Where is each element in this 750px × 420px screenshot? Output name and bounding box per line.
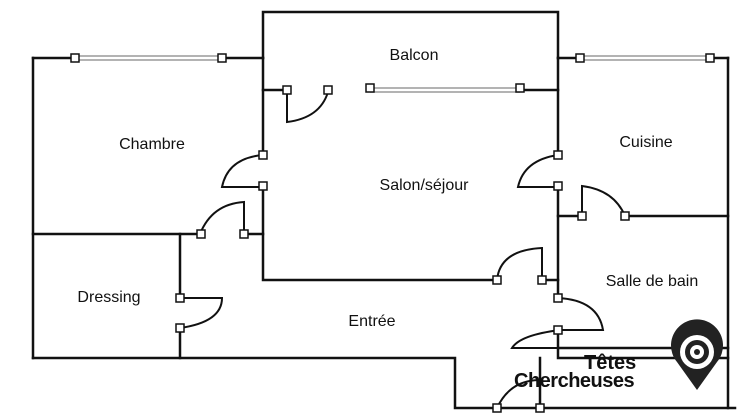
hinge: [537, 275, 547, 285]
balcon-window: [370, 87, 520, 93]
salon-cuisine-door: [516, 154, 559, 188]
location-target-icon: [671, 319, 723, 390]
room-label-balcon: Balcon: [389, 47, 439, 64]
sdb-door: [557, 297, 605, 331]
room-label-salle-de-bain: Salle de bain: [605, 273, 699, 290]
doors: [179, 90, 626, 409]
room-label-cuisine: Cuisine: [619, 134, 673, 151]
hinge: [258, 181, 268, 191]
logo-text-line2: Chercheuses: [514, 370, 635, 392]
room-label-chambre: Chambre: [119, 136, 185, 153]
room-label-entree: Entrée: [348, 313, 396, 330]
hinge: [323, 85, 333, 95]
hinge: [620, 211, 630, 221]
hinge: [492, 403, 502, 413]
balcon-walls: [261, 10, 560, 60]
hinge: [70, 53, 80, 63]
hinge: [553, 293, 563, 303]
balcon-door: [286, 90, 329, 124]
sdb-bottom-wall: [556, 328, 730, 360]
hinge: [515, 83, 525, 93]
hinge: [553, 325, 563, 335]
hinges: [70, 53, 715, 413]
hinge: [705, 53, 715, 63]
room-label-salon: Salon/séjour: [379, 177, 469, 194]
room-label-dressing: Dressing: [77, 289, 141, 306]
hinge: [196, 229, 206, 239]
logo-text-line1: Têtes: [584, 352, 637, 374]
watermark-logo: Têtes Chercheuses: [512, 330, 742, 400]
cuisine-door: [581, 184, 626, 217]
hinge: [239, 229, 249, 239]
bottom-left-wall: [31, 356, 737, 410]
hinge: [553, 150, 563, 160]
small-room-door: [510, 329, 561, 349]
hinge: [553, 181, 563, 191]
chambre-lower-door: [199, 200, 245, 235]
cuisine-window: [580, 55, 710, 61]
hinge: [577, 211, 587, 221]
hinge: [258, 150, 268, 160]
windows: [75, 55, 710, 93]
hinge: [217, 53, 227, 63]
hinge: [175, 323, 185, 333]
hinge: [575, 53, 585, 63]
hinge: [535, 403, 545, 413]
hinge: [492, 275, 502, 285]
hinge: [365, 83, 375, 93]
dressing-door: [179, 297, 224, 329]
hinge: [282, 85, 292, 95]
chambre-door: [220, 154, 264, 188]
chambre-window: [75, 55, 222, 61]
hinge: [175, 293, 185, 303]
chambre-salon-wall-lower: [261, 185, 499, 282]
salon-entree-door: [496, 246, 543, 281]
entree-door: [496, 378, 541, 409]
